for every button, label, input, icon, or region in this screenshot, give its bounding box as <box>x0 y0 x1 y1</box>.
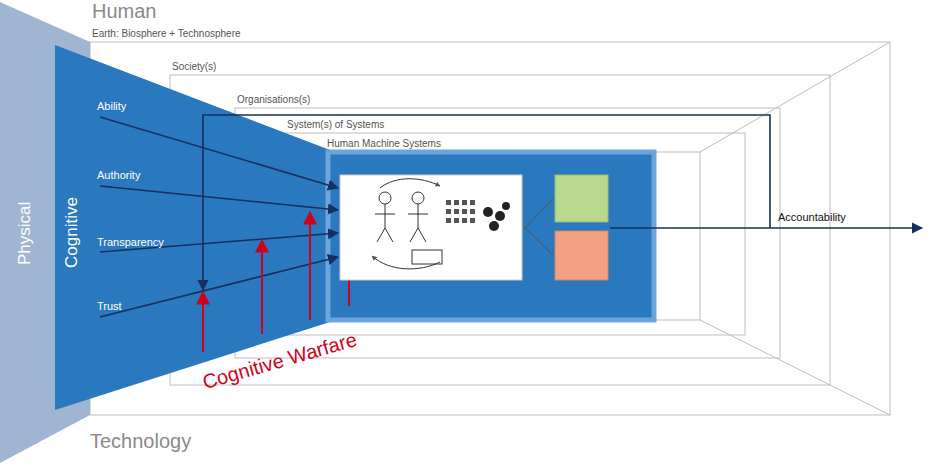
frame-heading: Human Machine Systems <box>327 138 441 150</box>
society-frame: Society(s)Organisations(s)System(s) of S… <box>170 75 830 385</box>
factor-label: Trust <box>97 300 122 312</box>
layer-label: Physical <box>16 202 35 265</box>
factor-label: Transparency <box>97 236 164 248</box>
frame-heading: Earth: Biosphere + Technosphere <box>92 28 241 40</box>
output-label: Accountability <box>778 211 846 223</box>
frame-heading: Society(s) <box>172 61 216 73</box>
factor-lines <box>100 117 338 317</box>
axis-label: Technology <box>90 430 191 452</box>
perspective-line <box>700 320 890 415</box>
warfare-label: Cognitive Warfare <box>200 328 359 393</box>
factor-label: Authority <box>97 169 140 181</box>
human-machine-frame: Human Machine Systems <box>325 152 700 320</box>
human-machine-illustration <box>340 175 608 280</box>
cognitive-warfare-arrows <box>203 194 349 352</box>
factor-label: Ability <box>97 100 126 112</box>
frame-heading: Organisations(s) <box>237 94 310 106</box>
frame-outline <box>285 133 745 335</box>
layer-label: Cognitive <box>63 197 82 268</box>
organisation-frame: Organisations(s)System(s) of SystemsHuma… <box>235 108 780 358</box>
frame-outline <box>325 152 700 320</box>
axis-label: Human <box>92 0 156 22</box>
earth-frame: Earth: Biosphere + TechnosphereSociety(s… <box>90 42 890 415</box>
frame-heading: System(s) of Systems <box>287 119 384 131</box>
cognitive-core <box>328 152 654 320</box>
system-of-systems-frame: System(s) of SystemsHuman Machine System… <box>285 133 745 335</box>
perspective-line <box>700 42 890 152</box>
